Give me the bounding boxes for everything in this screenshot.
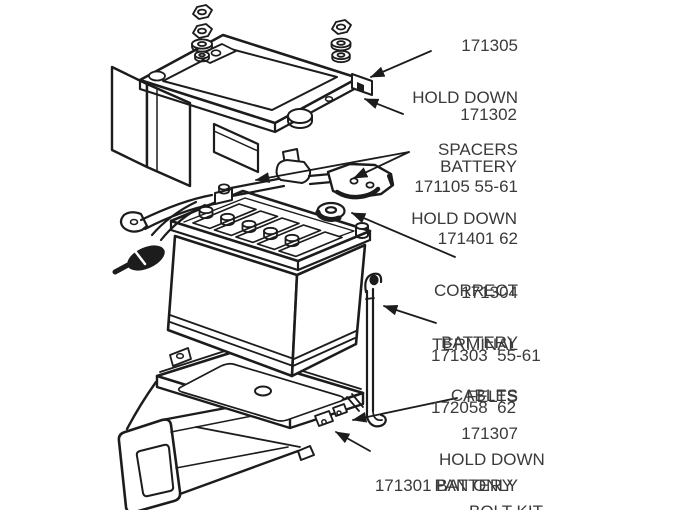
cable-grommet: [127, 245, 165, 271]
leader-arrows: [254, 50, 458, 452]
hold-down-spacers-illustration: [191, 4, 352, 64]
pan-drain-hole: [254, 385, 272, 397]
label-hold-down-bolt-kit: 171303 55-61 172058 62 HOLD DOWN BOLT KI…: [431, 312, 545, 510]
battery-tray-illustration: [117, 347, 365, 510]
part-name: HOLD DOWN: [411, 209, 517, 229]
label-correct-battery-cables: 171105 55-61 171401 62 CORRECT BATTERY C…: [414, 143, 518, 439]
arrow-spacers: [370, 50, 432, 78]
battery-illustration: [166, 189, 372, 378]
label-pan-only: 171307 PAN ONLY: [435, 390, 518, 510]
hold-down-bolt-illustration: [364, 272, 387, 428]
arrow-cable-left: [254, 151, 410, 183]
arrow-terminal-felt: [351, 212, 456, 258]
part-number: 171401 62: [437, 229, 518, 249]
terminal-felt: [315, 201, 346, 222]
label-battery-tray-assembly: 171301 BATTERY TRAY ASSEMBLY: [371, 442, 517, 510]
part-name: TERMINAL: [432, 335, 518, 355]
hold-down-frame-illustration: [110, 33, 373, 188]
arrow-hold-down: [363, 98, 404, 115]
part-name: PAN ONLY: [434, 476, 518, 496]
part-number: 171304: [461, 282, 518, 302]
part-name: HOLD DOWN: [412, 88, 518, 108]
arrow-bolt: [382, 305, 437, 324]
battery-cables-illustration: [112, 148, 395, 275]
part-name: FELTS: [466, 387, 518, 407]
label-terminal-felts: 171304 TERMINAL FELTS: [432, 249, 518, 440]
arrow-cable-right: [353, 151, 410, 179]
part-name: BOLT KIT: [431, 503, 545, 510]
part-number: 172058 62: [431, 398, 517, 418]
part-number: 171303 55-61: [431, 345, 541, 365]
part-name: CABLES: [450, 385, 518, 405]
part-number: 171105 55-61: [414, 176, 518, 196]
part-name: SPACERS: [438, 140, 518, 160]
label-battery-hold-down: 171302 BATTERY HOLD DOWN: [411, 71, 517, 262]
part-name: CORRECT: [433, 281, 518, 301]
part-name: BATTERY: [441, 333, 518, 353]
part-number: 171307: [461, 423, 518, 443]
part-number: 171301 BATTERY: [374, 475, 514, 495]
arrow-pan: [351, 397, 458, 423]
part-number: 171302: [460, 104, 517, 124]
label-hold-down-spacers: 171305 HOLD DOWN SPACERS: [412, 2, 518, 193]
part-name: HOLD DOWN: [439, 450, 545, 470]
part-name: BATTERY: [440, 157, 517, 177]
part-number: 171305: [461, 35, 518, 55]
arrow-tray: [335, 431, 371, 452]
